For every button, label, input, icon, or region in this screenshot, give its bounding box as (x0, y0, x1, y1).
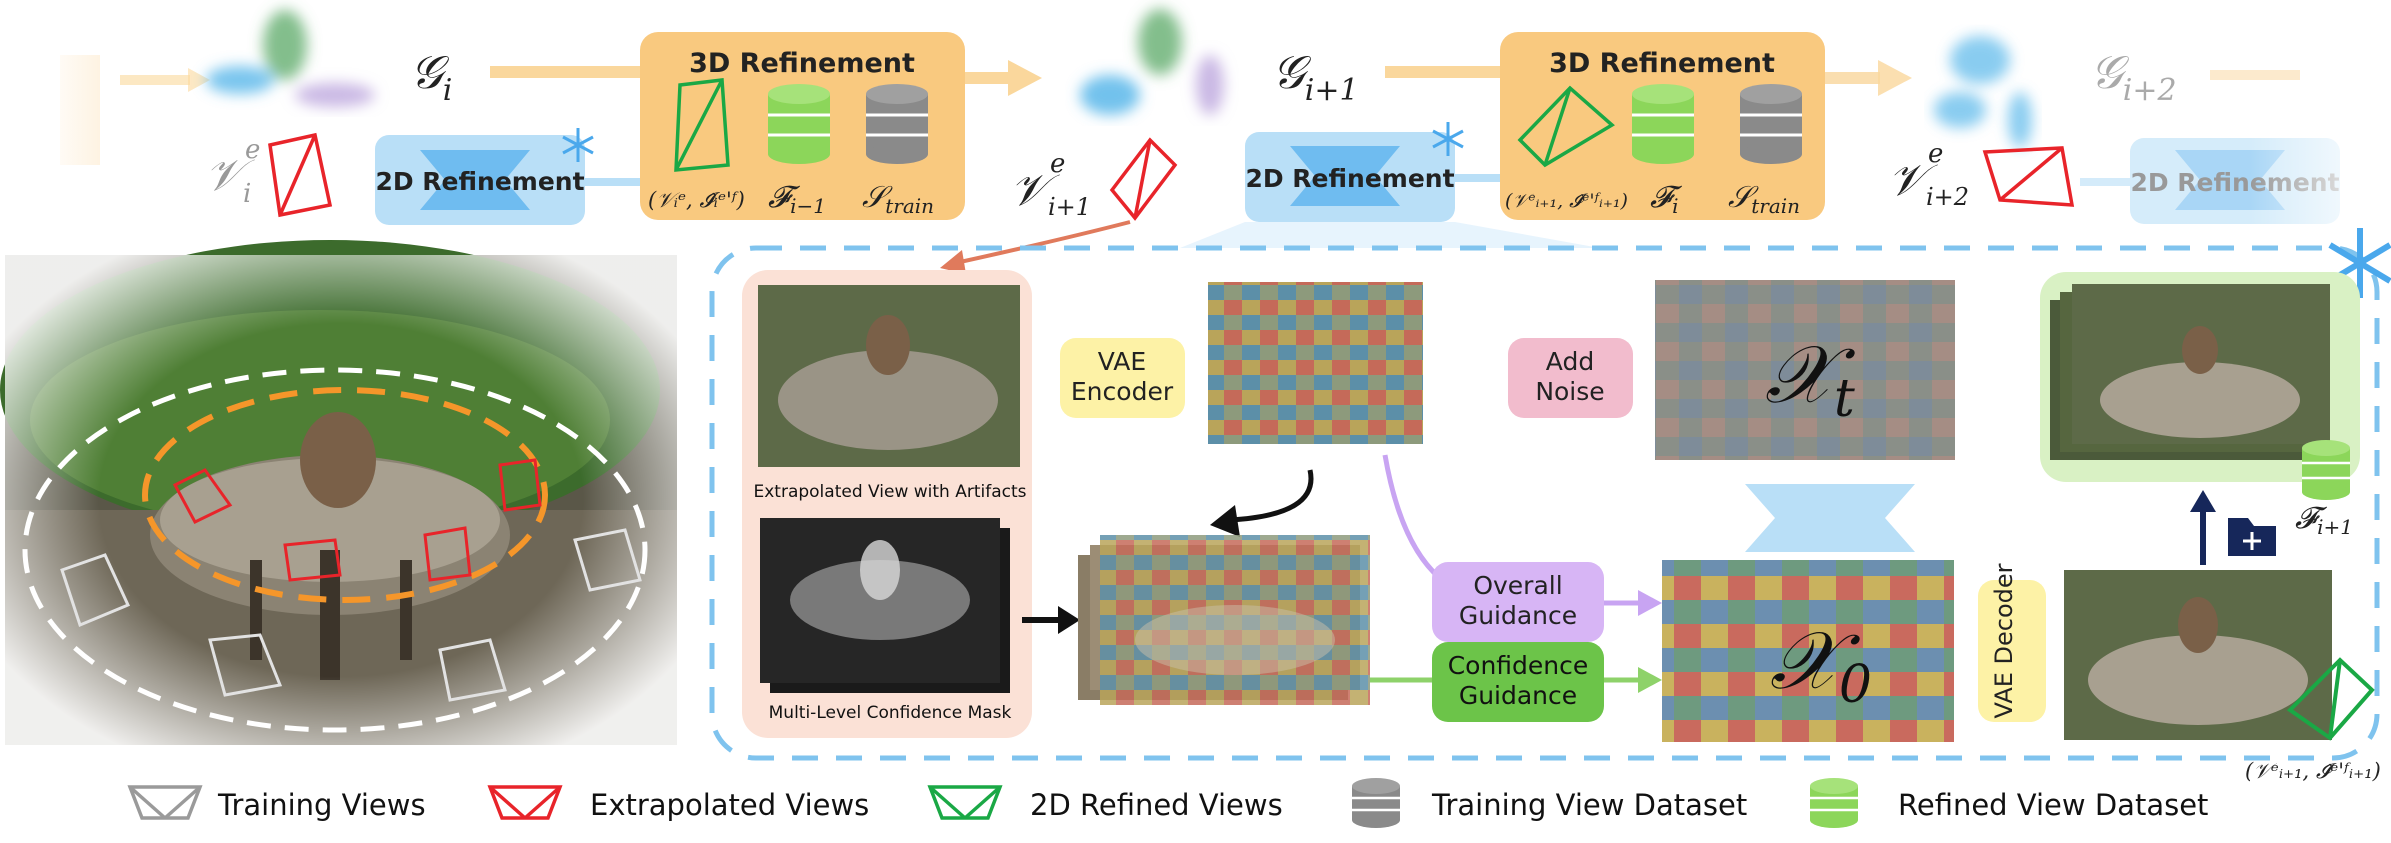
camera-frustum-icon (487, 785, 563, 820)
view-sup-3: e (1928, 139, 1943, 169)
denoiser-icon (1745, 484, 1915, 552)
view-sup-1: e (245, 135, 260, 165)
detail-panel (709, 245, 2380, 761)
legend-label: Extrapolated Views (590, 788, 869, 822)
stacked-guidance-latents (1078, 535, 1370, 705)
arrow-head (1638, 590, 1662, 616)
arrow-head (1058, 606, 1080, 634)
overall-guidance-label: Overall (1473, 571, 1562, 600)
refined-camera-icon (2286, 657, 2375, 741)
scene-extrapolated-cameras (172, 458, 542, 582)
overall-guidance-box (1432, 562, 1604, 642)
gaussian-cluster-2 (1080, 9, 1224, 115)
vae-decoder-label: VAE Decoder (1990, 563, 2018, 718)
legend-item-training-dataset: Training View Dataset (1352, 778, 1747, 828)
database-icon (866, 84, 928, 164)
refine3d-title-1: 3D Refinement (689, 48, 915, 79)
camera-frustum-icon (127, 785, 203, 820)
mask-caption: Multi-Level Confidence Mask (769, 703, 1012, 723)
refine2d-label-2: 2D Refinement (1245, 164, 1454, 193)
gaussian-cluster-1 (206, 10, 375, 107)
refine3d-pair-2: (𝒱ᵉᵢ₊₁, 𝓘̂ᵉ'ᶠᵢ₊₁) (1505, 190, 1628, 212)
view-sup-2: e (1050, 149, 1065, 179)
arrow-head (1008, 60, 1042, 96)
legend: Training Views Extrapolated Views 2D Ref… (127, 778, 2208, 828)
extrapolated-path-ellipse (142, 387, 548, 603)
refined-images-stack (2050, 284, 2330, 460)
legend-label: Refined View Dataset (1898, 788, 2208, 822)
view-sub-2: i+1 (1048, 193, 1091, 221)
f-next-label: 𝓕i+1 (2295, 501, 2353, 539)
extrapolated-camera-icon (1109, 137, 1178, 221)
arrow-head (940, 250, 966, 274)
database-icon (2302, 440, 2350, 500)
snowflake-icon (562, 128, 594, 162)
database-icon (1632, 84, 1694, 164)
refine3d-title-2: 3D Refinement (1549, 48, 1775, 79)
vae-encoder-label: VAE (1098, 347, 1146, 376)
confidence-guidance-label: Confidence (1448, 651, 1589, 680)
camera-frustum-icon (927, 785, 1003, 820)
snowflake-icon (1432, 122, 1464, 156)
scene-photo (0, 240, 677, 745)
arrow-head (1878, 60, 1912, 96)
add-noise-label-2: Noise (1535, 377, 1604, 406)
database-icon (1740, 84, 1802, 164)
confidence-mask-image (760, 518, 1010, 693)
refine3d-strain-2: 𝒮train (1728, 180, 1800, 218)
output-pair-label: (𝒱ᵉᵢ₊₁, 𝓘̂ᵉ'ᶠᵢ₊₁) (2245, 759, 2381, 783)
add-folder-icon (2228, 518, 2276, 556)
arrow-head (188, 68, 210, 92)
gaussian-cluster-3 (1934, 36, 2032, 148)
database-icon (768, 84, 830, 164)
view-sub-3: i+2 (1926, 183, 1969, 211)
refined-camera-icon (674, 78, 730, 172)
vae-encoder-box (1060, 338, 1185, 418)
refine2d-expand-cone (1180, 222, 1600, 248)
overall-guidance-label-2: Guidance (1459, 601, 1577, 630)
confidence-guidance-label-2: Guidance (1459, 681, 1577, 710)
training-path-ellipse (22, 367, 648, 733)
noisy-latent-image (1655, 280, 1955, 460)
scene-training-cameras (60, 528, 642, 702)
decoded-output-image (2064, 570, 2332, 740)
gaussian-label-3: 𝒢i+2 (2090, 45, 2177, 108)
extrapolated-camera-icon (268, 132, 333, 218)
legend-label: Training Views (217, 788, 426, 822)
extrapolated-camera-icon (1982, 146, 2075, 207)
add-noise-label: Add (1546, 347, 1594, 376)
legend-item-training-views: Training Views (127, 785, 426, 822)
arrow-head (1638, 667, 1662, 693)
confidence-guidance-box (1432, 642, 1604, 722)
extrapolated-view-image (758, 285, 1020, 467)
extrapolated-caption: Extrapolated View with Artifacts (753, 482, 1026, 502)
gaussian-label-2: 𝒢i+1 (1272, 45, 1359, 108)
arrow-head (2190, 490, 2216, 512)
database-icon (1810, 778, 1858, 828)
refine2d-label-1: 2D Refinement (375, 167, 584, 196)
legend-item-extrapolated-views: Extrapolated Views (487, 785, 869, 822)
vae-decoder-box (1978, 580, 2046, 722)
legend-item-refined-views: 2D Refined Views (927, 785, 1283, 822)
legend-label: 2D Refined Views (1030, 788, 1283, 822)
vae-encoder-label-2: Encoder (1071, 377, 1174, 406)
add-noise-box (1508, 338, 1633, 418)
arrow-head (1210, 505, 1240, 537)
legend-label: Training View Dataset (1431, 788, 1747, 822)
refine3d-pair-1: (𝒱ᵢᵉ, 𝓘̂ᵢᵉ'ᶠ) (648, 188, 745, 212)
encoded-latent-image (1208, 282, 1423, 444)
gaussian-label-1: 𝒢i (410, 45, 452, 108)
refined-camera-icon (1517, 85, 1615, 168)
clean-latent-image (1662, 560, 1954, 742)
legend-item-refined-dataset: Refined View Dataset (1810, 778, 2208, 828)
database-icon (1352, 778, 1400, 828)
view-sub-1: i (243, 179, 251, 209)
